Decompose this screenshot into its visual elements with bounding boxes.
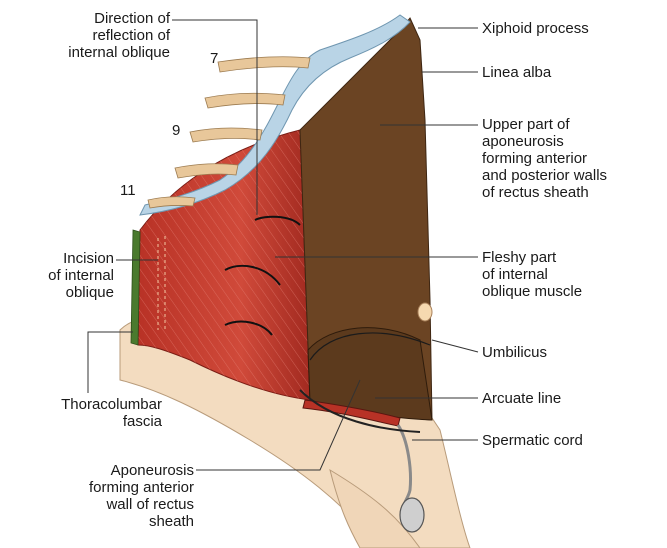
label-upper-aponeurosis: Upper part of aponeurosis forming anteri… xyxy=(482,116,607,201)
label-spermatic-cord: Spermatic cord xyxy=(482,432,583,449)
label-linea-alba: Linea alba xyxy=(482,64,551,81)
rib-number-11: 11 xyxy=(120,182,136,199)
label-xiphoid-process: Xiphoid process xyxy=(482,20,589,37)
label-umbilicus: Umbilicus xyxy=(482,344,547,361)
umbilicus-knob xyxy=(418,303,432,321)
label-fleshy-part: Fleshy part of internal oblique muscle xyxy=(482,249,582,300)
thoracolumbar-fascia-strip xyxy=(131,230,140,345)
label-incision: Incision of internal oblique xyxy=(10,250,114,301)
testis xyxy=(400,498,424,532)
label-direction-of-reflection: Direction of reflection of internal obli… xyxy=(30,10,170,61)
label-arcuate-line: Arcuate line xyxy=(482,390,561,407)
rib-9 xyxy=(190,128,262,142)
label-aponeurosis-anterior-wall: Aponeurosis forming anterior wall of rec… xyxy=(20,462,194,530)
leader-umbilicus xyxy=(432,340,478,352)
rib-7 xyxy=(218,57,310,72)
rib-number-9: 9 xyxy=(172,122,180,139)
rib-8 xyxy=(205,93,285,108)
label-thoracolumbar-fascia: Thoracolumbar fascia xyxy=(20,396,162,430)
rib-number-7: 7 xyxy=(210,50,218,67)
